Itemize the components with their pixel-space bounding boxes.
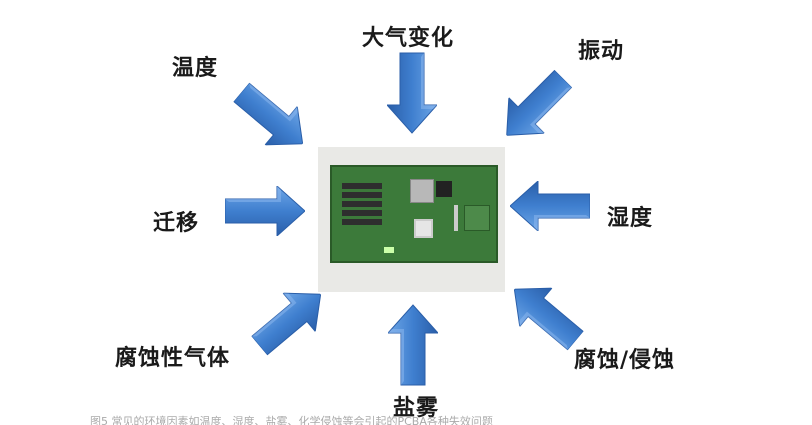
label-atmospheric-change: 大气变化: [362, 25, 455, 51]
pcb-photo: [318, 147, 505, 292]
label-temperature: 温度: [172, 55, 219, 81]
arrow-corrosive-gas-icon: [243, 280, 337, 360]
label-vibration: 振动: [578, 38, 625, 64]
arrow-humidity-icon: [510, 181, 590, 231]
arrow-temperature-icon: [225, 78, 319, 158]
label-corrosion-erosion: 腐蚀/侵蚀: [574, 347, 676, 373]
label-humidity: 湿度: [607, 205, 654, 231]
label-corrosive-gas: 腐蚀性气体: [115, 345, 231, 371]
figure-caption: 图5 常见的环境因素如温度、湿度、盐雾、化学侵蚀等会引起的PCBA各种失效问题: [90, 415, 493, 425]
circuit-board-icon: [330, 165, 498, 263]
arrow-corrosion-erosion-icon: [498, 275, 592, 355]
arrow-migration-icon: [225, 186, 305, 236]
arrow-atmospheric-change-icon: [387, 52, 437, 134]
label-salt-spray: 盐雾: [393, 395, 440, 421]
arrow-salt-spray-icon: [388, 304, 438, 386]
label-migration: 迁移: [153, 210, 200, 236]
arrow-vibration-icon: [489, 62, 581, 152]
